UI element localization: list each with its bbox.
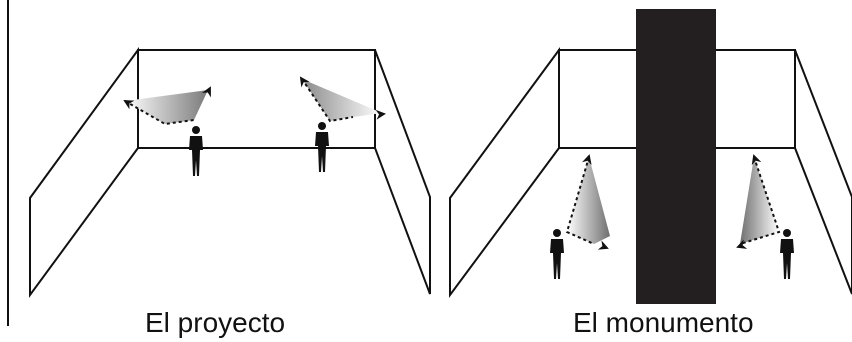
left-side-wall bbox=[29, 46, 139, 299]
person-icon-left-2 bbox=[315, 122, 329, 172]
left-side-wall bbox=[449, 46, 560, 299]
sightline-cone-right-1 bbox=[565, 154, 610, 250]
caption-el-proyecto: El proyecto bbox=[145, 307, 286, 338]
person-icon-left-1 bbox=[189, 126, 203, 176]
person-icon-right-2 bbox=[780, 229, 794, 279]
caption-el-monumento: El monumento bbox=[573, 307, 754, 338]
panel-el-proyecto bbox=[29, 46, 431, 299]
sightline-cone-left-2 bbox=[299, 76, 386, 123]
right-side-wall bbox=[374, 49, 431, 295]
sightline-cone-left-1 bbox=[123, 86, 211, 126]
person-icon-right-1 bbox=[550, 229, 564, 279]
right-side-wall bbox=[794, 49, 852, 295]
sightline-cone-right-2 bbox=[736, 154, 781, 249]
monument-block bbox=[636, 9, 716, 304]
